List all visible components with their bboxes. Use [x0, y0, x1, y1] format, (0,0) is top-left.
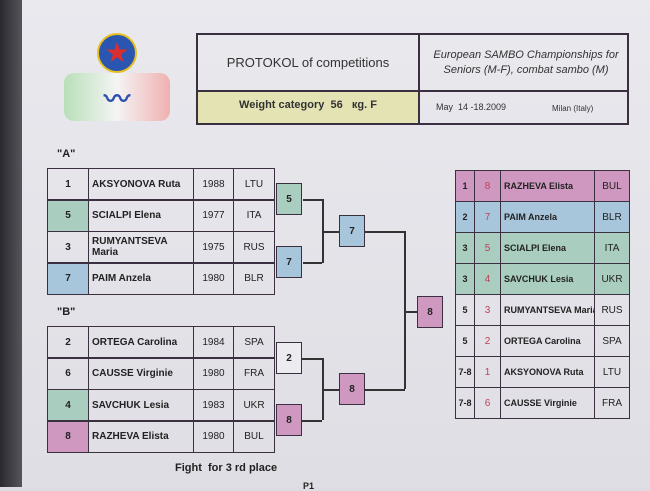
bracket-winner-a-final: 7: [339, 215, 365, 247]
competitor-name: PAIM Anzela: [88, 262, 194, 295]
bracket-line: [302, 420, 322, 422]
competitor-year: 1984: [193, 326, 234, 358]
lotta-sambo-logo: 〰: [64, 73, 170, 121]
competitor-country: LTU: [233, 168, 275, 200]
header-hline: [196, 90, 629, 92]
result-country: SPA: [594, 325, 630, 357]
competitor-number: 6: [47, 357, 89, 390]
event-title: European SAMBO Championships for Seniors…: [433, 49, 619, 76]
result-name: SAVCHUK Lesia: [500, 263, 595, 295]
competitor-name: RUMYANTSEVA Maria: [88, 231, 194, 263]
competitor-number: 2: [47, 326, 89, 358]
competitor-number: 7: [47, 262, 89, 295]
result-place: 5: [455, 294, 475, 326]
result-place: 7-8: [455, 356, 475, 388]
bracket-line: [322, 389, 339, 391]
result-number: 5: [474, 232, 501, 264]
result-place: 3: [455, 263, 475, 295]
binder-edge: [0, 0, 22, 487]
result-country: LTU: [594, 356, 630, 388]
result-name: ORTEGA Carolina: [500, 325, 595, 357]
result-country: BLR: [594, 201, 630, 233]
competitor-year: 1980: [193, 357, 234, 390]
result-name: AKSYONOVA Ruta: [500, 356, 595, 388]
competitor-number: 3: [47, 231, 89, 263]
bracket-winner-b-final: 8: [339, 373, 365, 405]
page-number: P1: [303, 481, 315, 491]
competitor-name: RAZHEVA Elista: [88, 420, 194, 453]
bracket-winner-b-r1-top: 2: [276, 342, 302, 374]
third-place-caption: Fight for 3 rd place: [175, 462, 278, 474]
bracket-line: [404, 231, 406, 389]
result-name: SCIALPI Elena: [500, 232, 595, 264]
bracket-winner-b-r1-bottom: 8: [276, 404, 302, 436]
weight-cell: [198, 92, 418, 123]
competitor-number: 5: [47, 199, 89, 232]
bracket-line: [322, 231, 339, 233]
result-name: PAIM Anzela: [500, 201, 595, 233]
header-divider: [418, 33, 420, 125]
result-name: RUMYANTSEVA Maria: [500, 294, 595, 326]
result-number: 2: [474, 325, 501, 357]
competitor-year: 1975: [193, 231, 234, 263]
result-country: BUL: [594, 170, 630, 202]
bracket-winner-a-r1-top: 5: [276, 183, 302, 215]
bracket-winner-a-r1-bottom: 7: [276, 246, 302, 278]
result-place: 5: [455, 325, 475, 357]
bracket-line: [363, 231, 405, 233]
competitor-country: FRA: [233, 357, 275, 390]
protocol-title: PROTOKOL of competitions: [226, 55, 390, 70]
bracket-line: [303, 262, 322, 264]
federation-star-logo: ★: [97, 33, 137, 73]
competitor-year: 1988: [193, 168, 234, 200]
competitor-year: 1983: [193, 389, 234, 421]
competitor-name: ORTEGA Carolina: [88, 326, 194, 358]
result-number: 6: [474, 387, 501, 419]
competitor-year: 1977: [193, 199, 234, 232]
result-number: 1: [474, 356, 501, 388]
competitor-name: SAVCHUK Lesia: [88, 389, 194, 421]
competitor-year: 1980: [193, 262, 234, 295]
result-name: CAUSSE Virginie: [500, 387, 595, 419]
bracket-line: [404, 311, 417, 313]
competitor-country: SPA: [233, 326, 275, 358]
competitor-name: AKSYONOVA Ruta: [88, 168, 194, 200]
result-country: UKR: [594, 263, 630, 295]
group-a-label: "A": [57, 148, 76, 160]
competitor-country: ITA: [233, 199, 275, 232]
competitor-country: BLR: [233, 262, 275, 295]
bracket-winner-final: 8: [417, 296, 443, 328]
competitor-name: CAUSSE Virginie: [88, 357, 194, 390]
result-country: FRA: [594, 387, 630, 419]
result-number: 4: [474, 263, 501, 295]
result-place: 7-8: [455, 387, 475, 419]
competitor-number: 4: [47, 389, 89, 421]
result-name: RAZHEVA Elista: [500, 170, 595, 202]
event-dates: May 14 -18.2009: [436, 102, 507, 112]
competitor-country: UKR: [233, 389, 275, 421]
result-number: 3: [474, 294, 501, 326]
competitor-name: SCIALPI Elena: [88, 199, 194, 232]
group-b-label: "B": [57, 306, 76, 318]
competitor-number: 1: [47, 168, 89, 200]
competitor-number: 8: [47, 420, 89, 453]
event-place: Milan (Italy): [552, 104, 594, 113]
weight-category: Weight category 56 кg. F: [239, 99, 377, 111]
competitor-country: BUL: [233, 420, 275, 453]
result-number: 8: [474, 170, 501, 202]
result-place: 1: [455, 170, 475, 202]
bracket-line: [303, 199, 322, 201]
competitor-country: RUS: [233, 231, 275, 263]
bracket-line: [302, 358, 322, 360]
competitor-year: 1980: [193, 420, 234, 453]
result-place: 2: [455, 201, 475, 233]
result-place: 3: [455, 232, 475, 264]
result-country: ITA: [594, 232, 630, 264]
result-country: RUS: [594, 294, 630, 326]
header-box: [196, 33, 629, 125]
result-number: 7: [474, 201, 501, 233]
bracket-line: [363, 389, 405, 391]
